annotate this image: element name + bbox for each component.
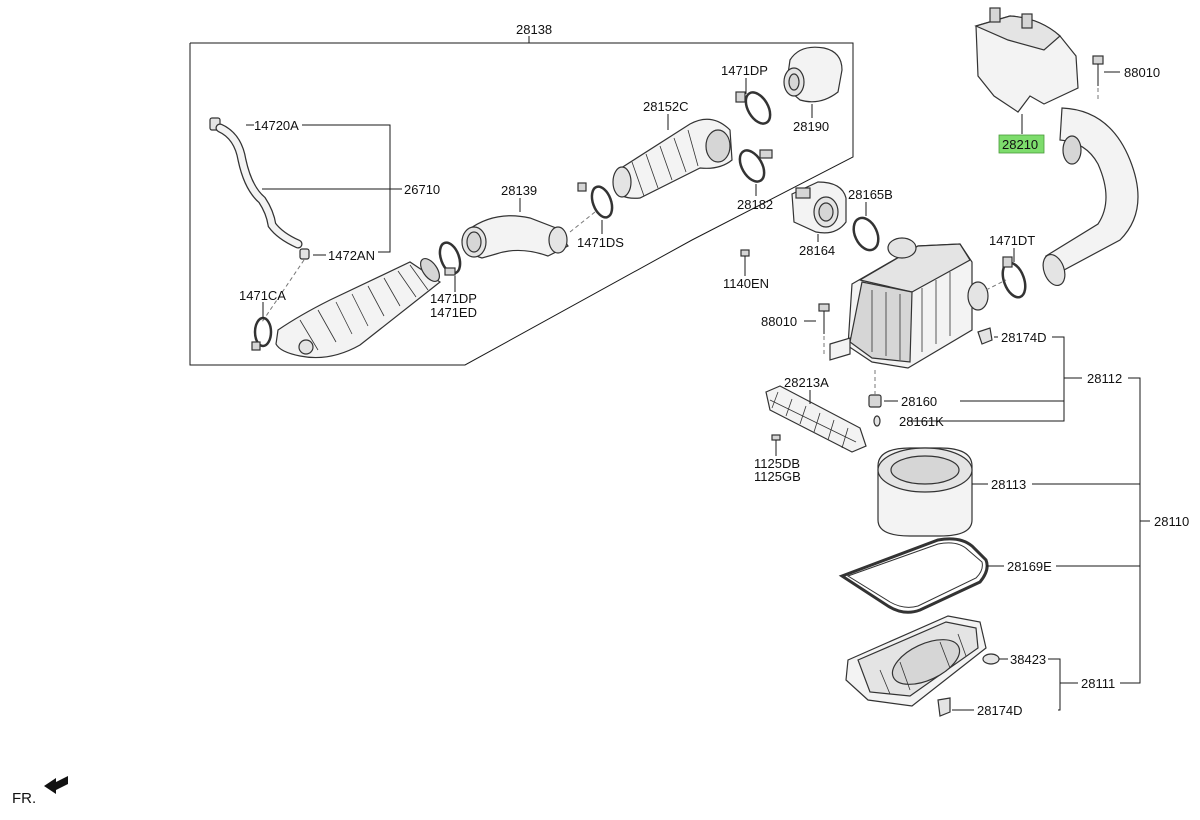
clamp-1471DP-top [735, 91, 772, 125]
label-28174D-upper: 28174D [1001, 330, 1047, 345]
intake-snorkel-28210 [974, 7, 1139, 287]
spacer-28161K [873, 415, 881, 427]
label-1471ED: 1471ED [430, 305, 477, 320]
screw-1125DB [771, 434, 781, 452]
label-1471DT: 1471DT [989, 233, 1035, 248]
label-28160: 28160 [901, 394, 937, 409]
label-28182: 28182 [737, 197, 773, 212]
grommet-28160 [868, 370, 882, 408]
air-flow-sensor-28164 [791, 181, 847, 234]
label-1471DP-left: 1471DP [430, 291, 477, 306]
clip-28174D-upper [977, 327, 993, 345]
o-ring-28165B [852, 216, 880, 252]
label-14720A: 14720A [254, 118, 299, 133]
intake-bellows-hose [275, 258, 442, 359]
label-38423: 38423 [1010, 652, 1046, 667]
label-1471DP-top: 1471DP [721, 63, 768, 78]
breather-hose [209, 117, 310, 323]
clamp-1471DT [985, 256, 1027, 299]
labels: 28138 14720A 26710 1472AN 1471CA 1471DP … [239, 22, 1189, 718]
duct-28139 [461, 211, 596, 259]
label-28138: 28138 [516, 22, 552, 37]
resonator-28190 [783, 46, 843, 103]
label-88010-lower: 88010 [761, 314, 797, 329]
gasket-28169E [838, 537, 989, 614]
label-28161K: 28161K [899, 414, 944, 429]
label-28111: 28111 [1081, 676, 1115, 691]
highlight-28210 [998, 134, 1045, 154]
label-1471DS: 1471DS [577, 235, 624, 250]
guide-28213A [765, 385, 867, 453]
clamp-1471DS [577, 182, 614, 219]
lower-case-28111 [845, 615, 987, 707]
label-88010-upper: 88010 [1124, 65, 1160, 80]
clamp-1471DP-left [438, 241, 462, 276]
resonator-hose-28152C [612, 118, 733, 199]
label-1125GB: 1125GB [754, 469, 801, 484]
label-1471CA: 1471CA [239, 288, 286, 303]
label-28152C: 28152C [643, 99, 689, 114]
label-28110: 28110 [1154, 514, 1189, 529]
label-28210: 28210 [1002, 137, 1038, 152]
label-28165B: 28165B [848, 187, 893, 202]
label-26710: 26710 [404, 182, 440, 197]
front-arrow-icon [44, 776, 68, 794]
bolt-88010-lower [818, 303, 830, 356]
label-28190: 28190 [793, 119, 829, 134]
cap-38423 [982, 653, 1000, 665]
air-cleaner-cover [829, 237, 989, 369]
label-28139: 28139 [501, 183, 537, 198]
label-28174D-lower: 28174D [977, 703, 1023, 718]
label-28112: 28112 [1087, 371, 1122, 386]
label-28113: 28113 [991, 477, 1026, 492]
front-indicator: FR. [12, 776, 68, 807]
leader-lines [246, 71, 1150, 711]
label-1140EN: 1140EN [723, 276, 769, 291]
label-28213A: 28213A [784, 375, 829, 390]
bolt-88010-upper [1092, 55, 1104, 102]
label-28164: 28164 [799, 243, 835, 258]
filter-element-28113 [877, 447, 973, 537]
label-front: FR. [12, 790, 36, 807]
bolt-1140EN [740, 249, 750, 272]
label-28169E: 28169E [1007, 559, 1052, 574]
clip-28174D-lower [937, 697, 951, 717]
clamp-28182 [738, 149, 773, 183]
group-28138-frame [189, 36, 854, 366]
clamp-1471CA [251, 316, 273, 351]
label-1472AN: 1472AN [328, 248, 375, 263]
label-1125DB: 1125DB [754, 456, 800, 471]
